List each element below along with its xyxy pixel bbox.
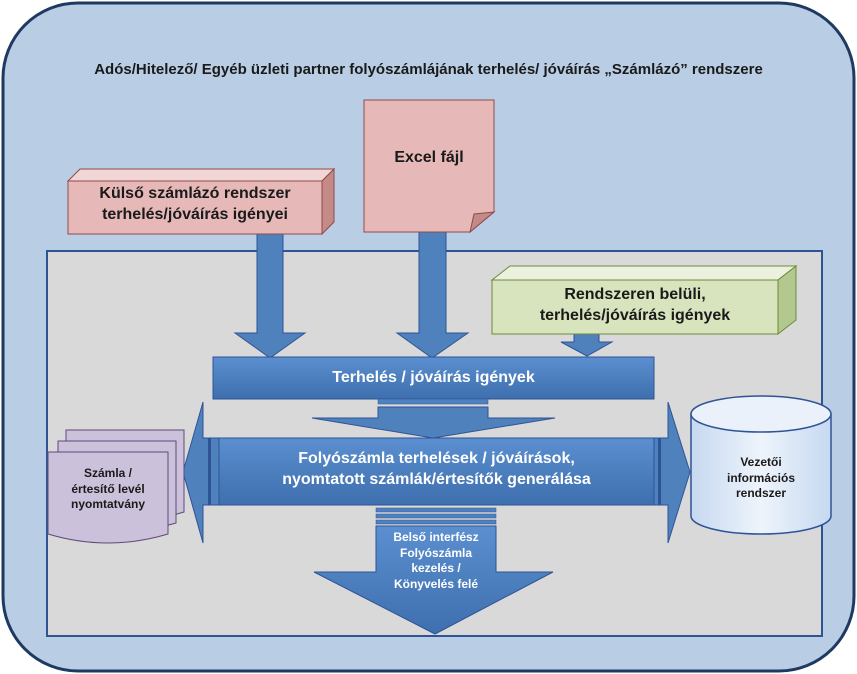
external-requests-line-2: terhelés/jóváírás igényei	[102, 205, 288, 223]
requests-to-processing-arrow	[311, 398, 556, 439]
internal-down-arrow	[560, 333, 614, 357]
documents-line-3: nyomtatvány	[70, 497, 146, 512]
external-down-arrow	[233, 233, 307, 359]
external-requests-label: Külső számlázó rendszer terhelés/jóváírá…	[68, 184, 322, 226]
documents-line-2: értesítő levél	[71, 481, 145, 496]
mis-line-1: Vezetői	[740, 455, 782, 469]
processing-line-1: Folyószámla terhelések / jóváírások,	[298, 450, 575, 467]
processing-double-arrow	[182, 401, 691, 544]
interface-line-1: Belső interfész	[393, 530, 479, 544]
diagram-title: Adós/Hitelező/ Egyéb üzleti partner foly…	[94, 61, 763, 78]
interface-line-3: kezelés /	[411, 561, 461, 576]
processing-bar-label: Folyószámla terhelések / jóváírások, nyo…	[219, 449, 654, 491]
requests-bar-label: Terhelés / jóváírás igények	[332, 369, 535, 386]
internal-requests-label: Rendszeren belüli, terhelés/jóváírás igé…	[492, 285, 778, 327]
interface-arrow-label: Belső interfész Folyószámla kezelés / Kö…	[356, 530, 516, 592]
mis-database-cylinder	[690, 395, 832, 535]
internal-requests-line-2: terhelés/jóváírás igények	[539, 306, 731, 324]
interface-line-2: Folyószámla	[399, 545, 473, 560]
excel-file-document	[363, 99, 496, 234]
mis-label: Vezetői információs rendszer	[691, 455, 831, 502]
printed-documents-stack	[47, 429, 185, 544]
interface-line-4: Könyvelés felé	[393, 576, 479, 591]
internal-requests-box	[490, 264, 798, 336]
internal-requests-line-1: Rendszeren belüli,	[564, 286, 706, 303]
excel-down-arrow	[395, 229, 470, 359]
external-requests-line-1: Külső számlázó rendszer	[99, 185, 291, 202]
excel-file-label: Excel fájl	[394, 149, 464, 166]
mis-line-3: rendszer	[735, 486, 787, 501]
requests-bar	[212, 356, 655, 400]
interface-down-arrow	[313, 507, 554, 635]
external-requests-box	[66, 167, 336, 236]
mis-line-2: információs	[726, 470, 795, 485]
processing-line-2: nyomtatott számlák/értesítők generálása	[282, 470, 591, 488]
printed-documents-label: Számla / értesítő levél nyomtatvány	[48, 466, 168, 513]
documents-line-1: Számla /	[83, 466, 133, 480]
